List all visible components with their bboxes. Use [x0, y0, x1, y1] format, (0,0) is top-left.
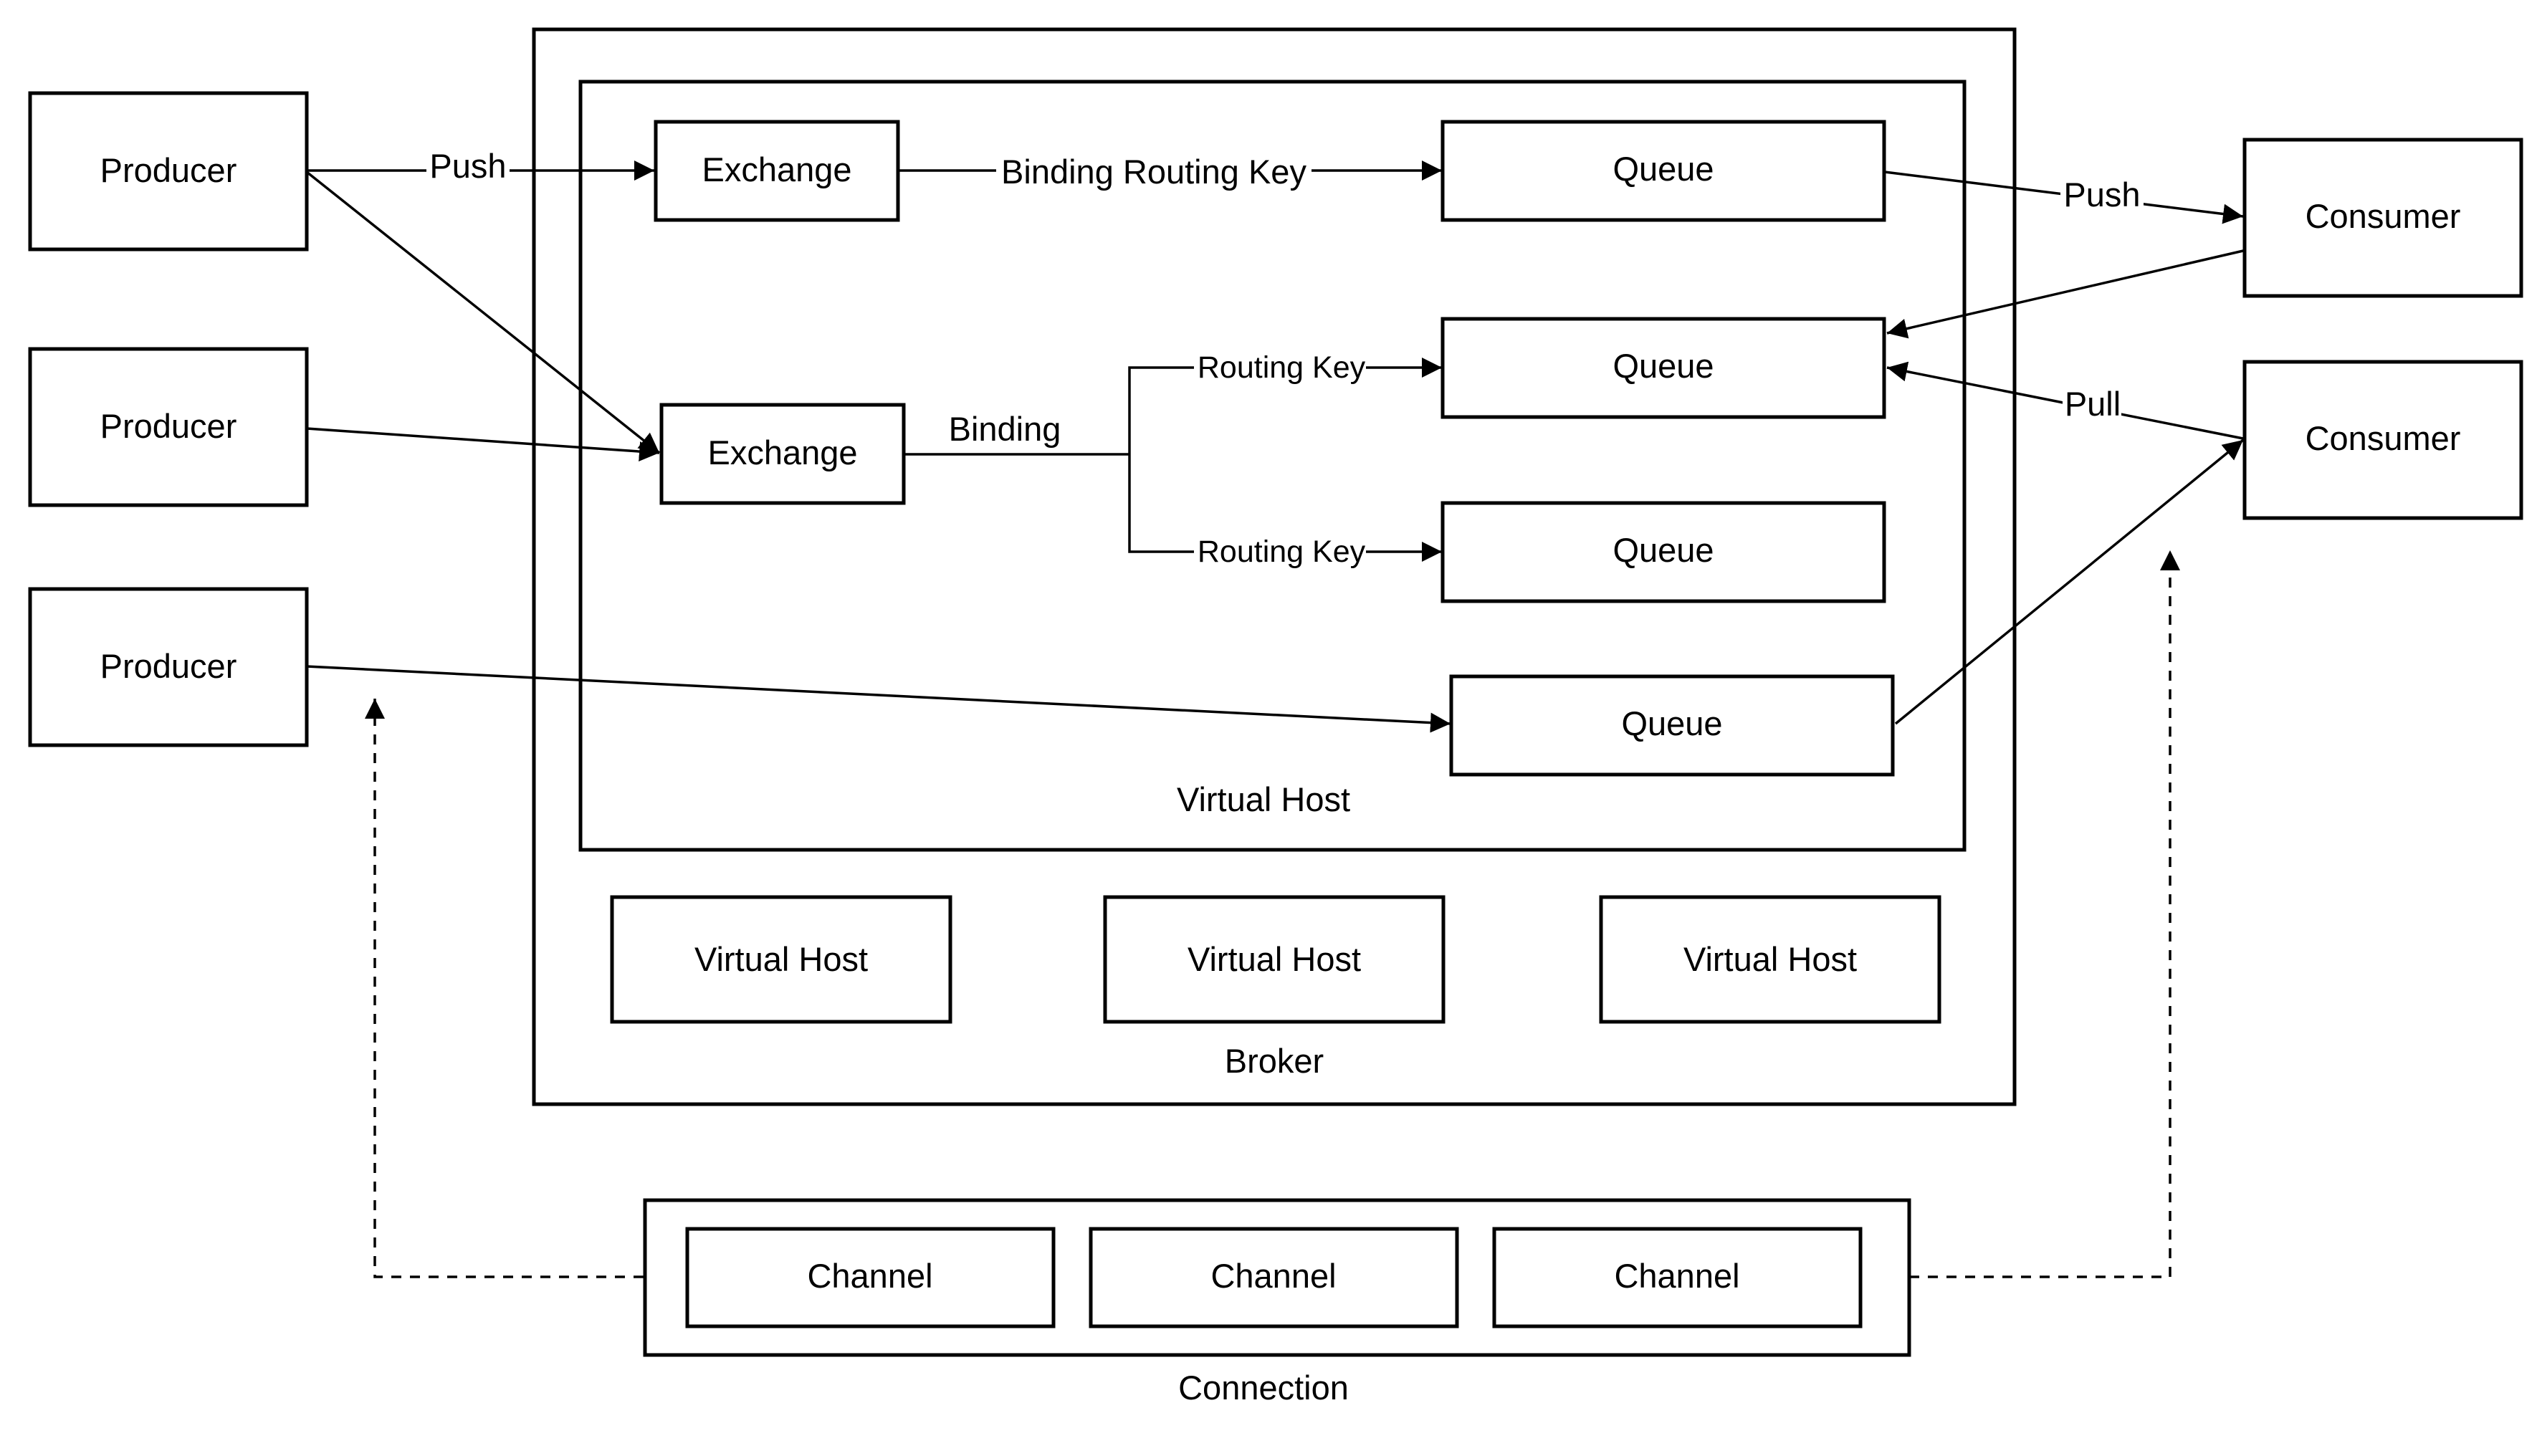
exchange-node-2[interactable]: Exchange: [659, 403, 906, 505]
edge-label-routing-key-2: Routing Key: [1198, 535, 1366, 569]
svg-text:Channel: Channel: [1210, 1257, 1336, 1295]
edge-connection-producer: [365, 699, 644, 1278]
consumer-node-2[interactable]: Consumer: [2242, 360, 2523, 520]
edge-queue4-consumer2: [1894, 439, 2245, 725]
edge-label-push-consumer: Push: [2063, 176, 2140, 214]
consumer-node-1[interactable]: Consumer: [2242, 138, 2523, 298]
connection-label: Connection: [1178, 1369, 1349, 1407]
queue-node-2[interactable]: Queue: [1440, 317, 1886, 419]
producer-node-3[interactable]: Producer: [28, 587, 309, 747]
producer-node-2[interactable]: Producer: [28, 347, 309, 507]
svg-text:Producer: Producer: [100, 407, 237, 445]
edge-label-push-producer: Push: [429, 147, 506, 185]
edge-connection-consumer: [1909, 550, 2180, 1278]
queue-node-3[interactable]: Queue: [1440, 501, 1886, 603]
edge-label-binding-routing-key: Binding Routing Key: [1001, 153, 1306, 191]
svg-text:Virtual Host: Virtual Host: [1188, 940, 1361, 978]
producer-node-1[interactable]: Producer: [28, 91, 309, 252]
virtual-host-main-label: Virtual Host: [1177, 780, 1350, 818]
queue-node-1[interactable]: Queue: [1440, 120, 1886, 222]
broker-label: Broker: [1225, 1042, 1324, 1080]
exchange-node-1[interactable]: Exchange: [654, 120, 900, 222]
edge-labels: Push Binding Routing Key Push Binding Ro…: [426, 147, 2144, 569]
svg-text:Queue: Queue: [1621, 704, 1722, 742]
svg-text:Consumer: Consumer: [2306, 419, 2461, 457]
svg-text:Exchange: Exchange: [702, 150, 851, 188]
channel-node-2[interactable]: Channel: [1089, 1227, 1459, 1328]
broker-container: Broker: [532, 27, 2017, 1106]
edge-producer3-queue4: [306, 665, 1451, 733]
virtual-host-node-3[interactable]: Virtual Host: [1599, 895, 1941, 1024]
svg-text:Exchange: Exchange: [707, 434, 857, 471]
edge-producer2-exchange2: [306, 427, 660, 462]
svg-text:Queue: Queue: [1612, 531, 1714, 569]
channel-node-3[interactable]: Channel: [1492, 1227, 1863, 1328]
edge-label-routing-key-1: Routing Key: [1198, 350, 1366, 385]
queue-node-4[interactable]: Queue: [1449, 674, 1895, 777]
virtual-host-main-container: Virtual Host: [578, 80, 1967, 852]
svg-text:Producer: Producer: [100, 151, 237, 189]
channel-node-1[interactable]: Channel: [685, 1227, 1056, 1328]
svg-text:Virtual Host: Virtual Host: [1683, 940, 1857, 978]
connection-container: Connection: [643, 1198, 1911, 1407]
svg-text:Queue: Queue: [1612, 150, 1714, 188]
svg-text:Consumer: Consumer: [2306, 197, 2461, 235]
virtual-host-node-1[interactable]: Virtual Host: [610, 895, 952, 1024]
svg-text:Channel: Channel: [807, 1257, 932, 1295]
edges: [305, 161, 2245, 1278]
edge-label-binding: Binding: [949, 410, 1061, 448]
svg-text:Virtual Host: Virtual Host: [694, 940, 868, 978]
edge-consumer1-queue2: [1886, 249, 2244, 339]
svg-text:Producer: Producer: [100, 647, 237, 685]
virtual-host-node-2[interactable]: Virtual Host: [1103, 895, 1446, 1024]
svg-text:Queue: Queue: [1612, 347, 1714, 385]
svg-text:Channel: Channel: [1614, 1257, 1739, 1295]
edge-label-pull: Pull: [2065, 385, 2121, 423]
edge-producer1-exchange2: [305, 171, 661, 454]
